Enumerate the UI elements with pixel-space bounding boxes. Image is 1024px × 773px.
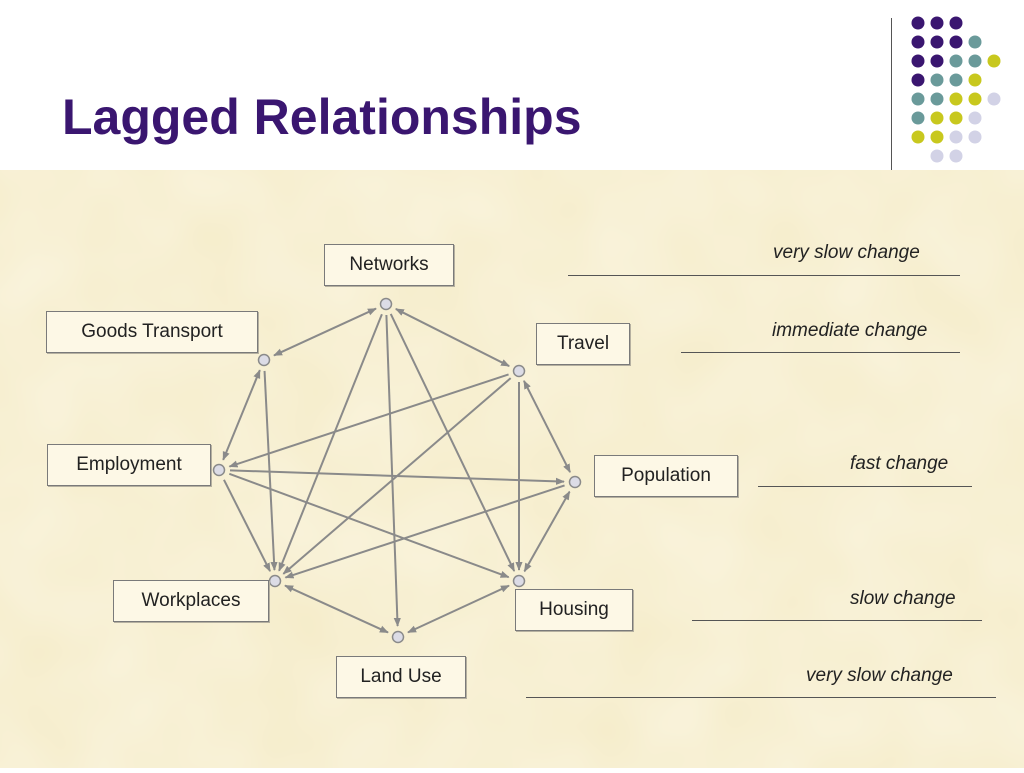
decorative-dot [930,149,944,163]
speed-label-very-slow-top: very slow change [773,242,920,263]
arrow-networks-workplaces [278,313,383,572]
decorative-dot-grid [911,16,1001,163]
speed-label-very-slow-bottom: very slow change [806,665,953,686]
arrow-networks-travel [395,308,510,367]
arrow-workplaces-landuse [284,584,389,634]
slide-title: Lagged Relationships [62,89,582,145]
decorative-dot [968,111,982,125]
decorative-dot [911,130,925,144]
decorative-dot [968,54,982,68]
decorative-dot [930,16,944,30]
connector-travel [512,364,526,378]
arrow-networks-goods [273,307,377,357]
node-goods-transport: Goods Transport [46,311,258,353]
connector-population [568,475,582,489]
decorative-dot [930,130,944,144]
decorative-dot [911,35,925,49]
decorative-dot [949,92,963,106]
arrow-travel-employment [228,373,509,468]
speed-line-1 [568,275,960,276]
arrow-employment-housing [228,472,510,579]
decorative-dot [930,54,944,68]
connector-goods [257,353,271,367]
arrow-travel-population [523,380,571,473]
arrow-population-housing [523,490,571,573]
node-employment: Employment [47,444,211,486]
decorative-dot [968,73,982,87]
decorative-dot [911,16,925,30]
decorative-dot [930,73,944,87]
connector-employment [212,463,226,477]
decorative-dot [949,16,963,30]
decorative-dot [949,54,963,68]
connector-workplaces [268,574,282,588]
speed-label-immediate: immediate change [772,320,928,341]
diagram-panel: Networks Goods Transport Travel Employme… [0,170,1024,768]
decorative-dot [949,149,963,163]
speed-label-fast: fast change [850,453,949,474]
connector-housing [512,574,526,588]
decorative-dot [930,111,944,125]
node-networks: Networks [324,244,454,286]
arrow-networks-landuse [385,314,401,627]
title-divider-line [891,18,892,170]
arrow-employment-population [229,469,565,485]
node-connectors [212,297,582,644]
decorative-dot [968,92,982,106]
decorative-dot [911,92,925,106]
arrow-population-workplaces [284,484,565,579]
decorative-dot [987,54,1001,68]
decorative-dot [911,111,925,125]
connector-networks [379,297,393,311]
node-population: Population [594,455,738,497]
speed-line-3 [758,486,972,487]
decorative-dot [911,73,925,87]
arrow-housing-landuse [407,584,510,634]
node-land-use: Land Use [336,656,466,698]
speed-line-2 [681,352,960,353]
arrow-goods-workplaces [263,370,278,571]
decorative-dot [968,35,982,49]
arrow-employment-workplaces [223,479,271,572]
decorative-dot [949,73,963,87]
node-housing: Housing [515,589,633,631]
decorative-dot [930,92,944,106]
decorative-dot [987,92,1001,106]
decorative-dot [930,35,944,49]
node-travel: Travel [536,323,630,365]
decorative-dot [949,35,963,49]
decorative-dot [949,130,963,144]
relationship-arrows [222,307,571,634]
speed-line-5 [526,697,996,698]
decorative-dot [968,130,982,144]
decorative-dot [911,54,925,68]
decorative-dot [949,111,963,125]
connector-landuse [391,630,405,644]
arrow-networks-housing [389,313,516,572]
node-workplaces: Workplaces [113,580,269,622]
speed-label-slow: slow change [850,588,956,609]
speed-line-4 [692,620,982,621]
arrow-goods-employment [222,369,261,461]
